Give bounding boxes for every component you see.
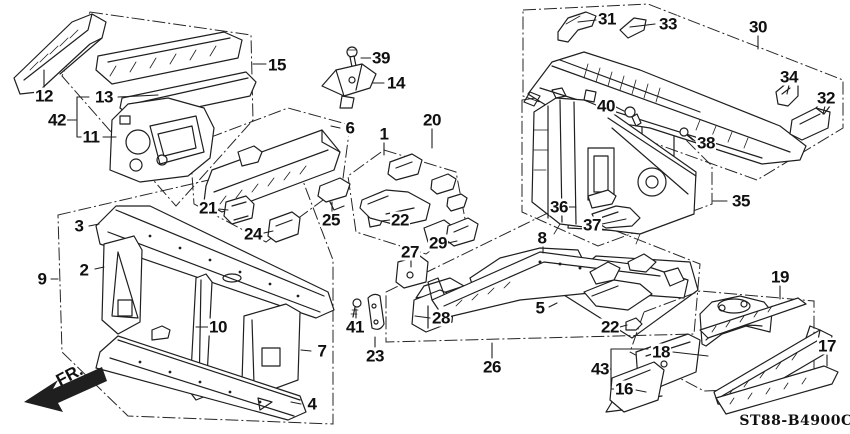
callout-31: 31 bbox=[597, 9, 617, 29]
callout-42: 42 bbox=[47, 110, 67, 130]
callout-1: 1 bbox=[378, 124, 390, 144]
part-sketch-39 bbox=[346, 46, 358, 68]
callout-12: 12 bbox=[34, 86, 54, 106]
group-box-20 bbox=[347, 149, 467, 255]
part-sketch-17 bbox=[713, 325, 839, 415]
part-sketch-16 bbox=[605, 361, 665, 413]
callout-27: 27 bbox=[400, 242, 420, 262]
leader-lines bbox=[43, 19, 828, 405]
callout-14: 14 bbox=[386, 73, 406, 93]
part-sketch-40 bbox=[624, 106, 642, 127]
callout-37: 37 bbox=[582, 215, 602, 235]
callout-16: 16 bbox=[614, 379, 634, 399]
fr-arrow-glyph bbox=[24, 367, 107, 412]
callout-32: 32 bbox=[816, 88, 836, 108]
group-box-6 bbox=[189, 107, 351, 243]
part-sketch-12 bbox=[13, 13, 107, 95]
callout-22: 22 bbox=[600, 317, 620, 337]
callout-8: 8 bbox=[536, 228, 548, 248]
callout-4: 4 bbox=[306, 394, 318, 414]
part-sketch-14 bbox=[321, 63, 377, 109]
part-sketch-11 bbox=[109, 97, 215, 183]
callout-21: 21 bbox=[198, 198, 218, 218]
callout-13: 13 bbox=[94, 87, 114, 107]
callout-6: 6 bbox=[344, 118, 356, 138]
part-sketch-6 bbox=[203, 129, 341, 213]
callout-9: 9 bbox=[36, 269, 48, 289]
part-sketch-31 bbox=[557, 11, 597, 43]
part-sketch-13 bbox=[95, 31, 257, 121]
part-sketch-24 bbox=[267, 211, 301, 243]
callout-10: 10 bbox=[208, 317, 228, 337]
callout-11: 11 bbox=[81, 127, 101, 147]
part-sketch-41 bbox=[350, 298, 362, 318]
callout-2: 2 bbox=[78, 260, 90, 280]
callout-28: 28 bbox=[431, 308, 451, 328]
callout-39: 39 bbox=[371, 48, 391, 68]
part-sketch-23 bbox=[367, 293, 385, 330]
part-sketch-4 bbox=[95, 335, 307, 421]
callout-18: 18 bbox=[651, 342, 671, 362]
fr-arrow: FR. bbox=[24, 360, 107, 412]
part-sketch-25 bbox=[317, 177, 351, 211]
part-sketch-5-cluster bbox=[583, 253, 685, 311]
part-sketch-19-wheelhouse bbox=[699, 295, 807, 347]
callout-20: 20 bbox=[422, 110, 442, 130]
part-sketch-33 bbox=[619, 17, 647, 39]
part-sketch-36 bbox=[587, 189, 617, 209]
callout-36: 36 bbox=[549, 197, 569, 217]
callout-3: 3 bbox=[73, 216, 85, 236]
part-sketch-22-clip-b bbox=[625, 317, 643, 331]
callout-24: 24 bbox=[243, 224, 263, 244]
group-box-30 bbox=[522, 3, 844, 181]
callout-33: 33 bbox=[658, 14, 678, 34]
callout-43: 43 bbox=[590, 359, 610, 379]
callout-34: 34 bbox=[779, 67, 799, 87]
callout-26: 26 bbox=[482, 357, 502, 377]
callout-5: 5 bbox=[534, 298, 546, 318]
group-box-26 bbox=[385, 207, 701, 343]
part-sketch-21 bbox=[223, 195, 255, 225]
diagram-code: ST88-B4900C bbox=[739, 413, 850, 429]
callout-7: 7 bbox=[316, 341, 328, 361]
part-sketches bbox=[13, 11, 839, 421]
callout-38: 38 bbox=[696, 133, 716, 153]
callout-25: 25 bbox=[321, 210, 341, 230]
callout-35: 35 bbox=[731, 191, 751, 211]
part-sketch-29 bbox=[445, 217, 479, 247]
part-sketch-32 bbox=[789, 101, 831, 141]
callout-23: 23 bbox=[365, 346, 385, 366]
callout-30: 30 bbox=[748, 17, 768, 37]
callout-29: 29 bbox=[428, 233, 448, 253]
callout-40: 40 bbox=[596, 96, 616, 116]
callout-41: 41 bbox=[345, 317, 365, 337]
callout-17: 17 bbox=[817, 336, 837, 356]
callout-19: 19 bbox=[770, 267, 790, 287]
part-sketch-2 bbox=[101, 235, 143, 335]
part-sketch-27 bbox=[395, 255, 429, 289]
callout-15: 15 bbox=[267, 55, 287, 75]
callout-22: 22 bbox=[390, 210, 410, 230]
